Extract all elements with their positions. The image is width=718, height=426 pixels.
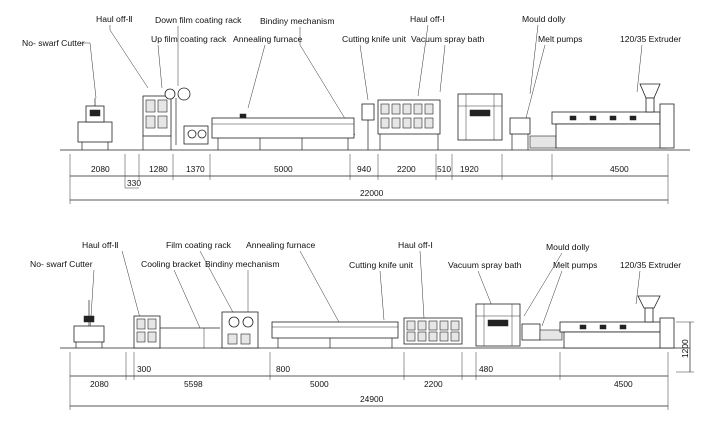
extruder-1 (551, 83, 675, 149)
dim-330-1: 330 (127, 178, 141, 188)
extruder-2 (559, 295, 675, 349)
label-vacuum-spray-bath-2: Vacuum spray bath (448, 260, 522, 270)
no-swarf-cutter-1 (77, 98, 113, 150)
leader-lines-2 (89, 250, 641, 333)
label-film-coating-rack-2: Film coating rack (166, 240, 232, 250)
label-haul-off-1: Haul off-Ⅰ (410, 14, 445, 24)
dim-2200-2: 2200 (424, 379, 443, 389)
dim-4500-1: 4500 (610, 164, 629, 174)
dim-4500-2: 4500 (614, 379, 633, 389)
cutting-knife-unit-1 (361, 103, 375, 150)
label-melt-pumps: Melt pumps (538, 34, 582, 44)
line-2: No- swarf Cutter Haul off-Ⅱ Film coating… (30, 240, 694, 410)
haul-off-2-machine-1 (142, 95, 172, 150)
annealing-furnace-1 (211, 113, 355, 150)
label-haul-off-2: Haul off-Ⅱ (96, 14, 133, 24)
line-1: No- swarf Cutter Haul off-Ⅱ Down film co… (22, 14, 690, 204)
vacuum-spray-bath-1 (457, 93, 503, 141)
dim-510-1: 510 (437, 164, 451, 174)
label-bindiny-mechanism-2: Bindiny mechanism (205, 259, 280, 269)
label-no-swarf-cutter-2: No- swarf Cutter (30, 259, 93, 269)
dim-5000-1: 5000 (274, 164, 293, 174)
label-annealing-furnace-2: Annealing furnace (246, 240, 315, 250)
mould-dolly-1 (509, 117, 531, 150)
dim-300-2: 300 (137, 364, 151, 374)
dim-2200-1: 2200 (397, 164, 416, 174)
label-no-swarf-cutter: No- swarf Cutter (22, 38, 85, 48)
no-swarf-cutter-2 (73, 300, 105, 348)
dim-940-1: 940 (357, 164, 371, 174)
dim-total-1: 22000 (360, 188, 384, 198)
label-cooling-bracket-2: Cooling bracket (141, 259, 201, 269)
dim-1920-1: 1920 (460, 164, 479, 174)
label-cutting-knife-unit-2: Cutting knife unit (349, 260, 414, 270)
label-up-film-coating-rack: Up film coating rack (151, 34, 227, 44)
dim-total-2: 24900 (360, 394, 384, 404)
label-bindiny-mechanism: Bindiny mechanism (260, 16, 335, 26)
dim-5598-2: 5598 (184, 379, 203, 389)
haul-off-1-machine-1 (377, 99, 441, 150)
dim-5000-2: 5000 (310, 379, 329, 389)
cooling-bracket-2 (160, 327, 220, 348)
dim-2080-2: 2080 (90, 379, 109, 389)
dim-height-2: 1200 (680, 339, 690, 358)
film-coating-racks-1 (164, 87, 209, 145)
label-annealing-furnace: Annealing furnace (233, 34, 302, 44)
dim-800-2: 800 (276, 364, 290, 374)
label-extruder-2: 120/35 Extruder (620, 260, 681, 270)
label-mould-dolly-2: Mould dolly (546, 242, 590, 252)
height-dimension-2 (676, 321, 694, 373)
label-extruder: 120/35 Extruder (620, 34, 681, 44)
label-melt-pumps-2: Melt pumps (553, 260, 597, 270)
label-vacuum-spray-bath: Vacuum spray bath (411, 34, 485, 44)
label-mould-dolly: Mould dolly (522, 14, 566, 24)
melt-pumps-1 (529, 135, 557, 149)
mould-dolly-2 (521, 323, 563, 341)
dim-480-2: 480 (479, 364, 493, 374)
dimensions-2 (69, 352, 669, 410)
haul-off-1-machine-2 (403, 317, 463, 345)
haul-off-2-machine-2 (133, 315, 161, 349)
film-coating-rack-2 (221, 311, 259, 349)
dimensions-1 (69, 154, 669, 204)
label-down-film-coating-rack: Down film coating rack (155, 15, 242, 25)
dim-1280-1: 1280 (149, 164, 168, 174)
label-haul-off-2-2: Haul off-Ⅱ (82, 240, 119, 250)
annealing-furnace-2 (271, 321, 399, 348)
label-cutting-knife-unit: Cutting knife unit (342, 34, 407, 44)
leader-lines-1 (80, 24, 643, 136)
dim-1370-1: 1370 (186, 164, 205, 174)
dim-2080-1: 2080 (91, 164, 110, 174)
label-haul-off-1-2: Haul off-Ⅰ (398, 240, 433, 250)
vacuum-spray-bath-2 (475, 303, 521, 347)
